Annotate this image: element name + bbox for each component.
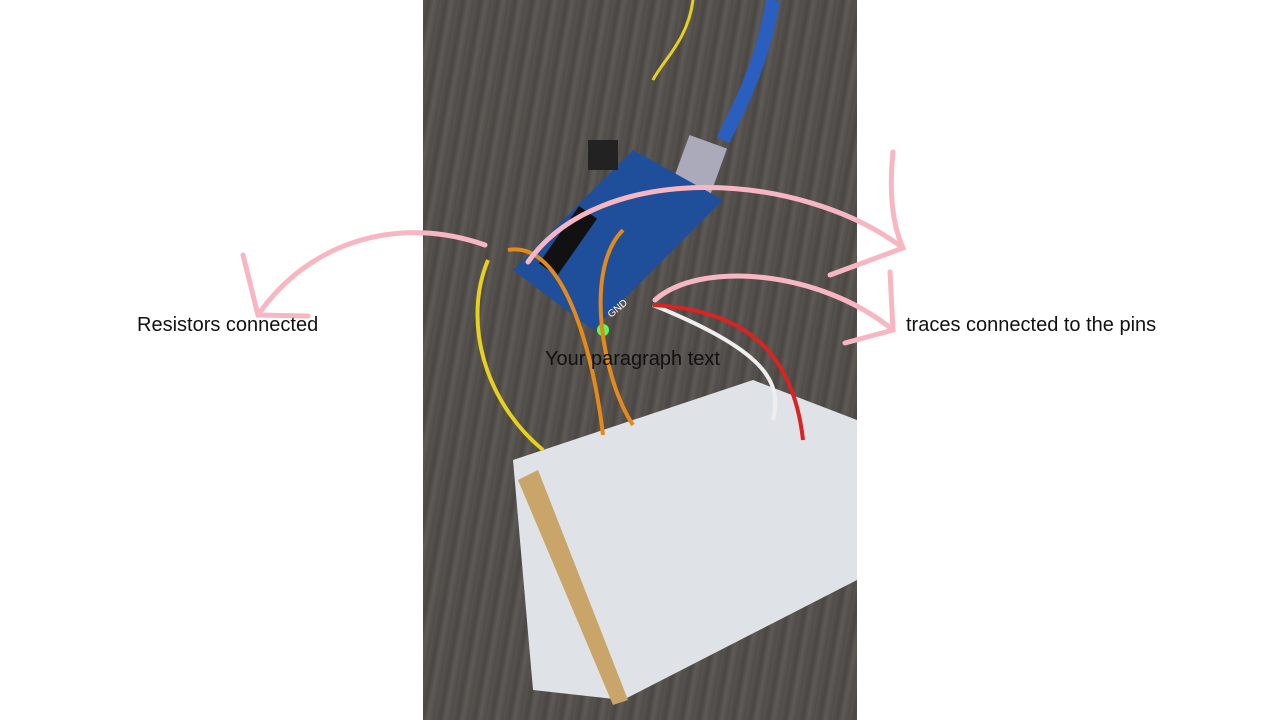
usb-cable	[716, 0, 780, 144]
arduino-board	[513, 150, 723, 330]
orange-wire-2	[598, 228, 635, 427]
placeholder-paragraph-text[interactable]: Your paragraph text	[545, 348, 720, 370]
arrow-head-left	[240, 252, 311, 319]
orange-wire	[507, 247, 605, 436]
resistors-label: Resistors connected	[137, 314, 319, 336]
power-jack	[588, 140, 618, 170]
wood-edge	[518, 470, 628, 705]
yellow-wire-top	[651, 0, 695, 81]
microcontroller-chip	[538, 206, 598, 276]
arrow-head-right-top	[827, 149, 907, 278]
traces-label: traces connected to the pins	[906, 314, 1157, 336]
paper-panel	[513, 380, 857, 700]
red-wire	[652, 303, 805, 441]
arrow-head-right	[842, 269, 896, 346]
arrow-to-traces-label	[652, 273, 896, 333]
white-wire	[652, 303, 778, 421]
arrow-to-right-top	[525, 185, 906, 265]
yellow-wire	[475, 259, 545, 452]
arrow-to-resistors-label	[255, 230, 488, 318]
